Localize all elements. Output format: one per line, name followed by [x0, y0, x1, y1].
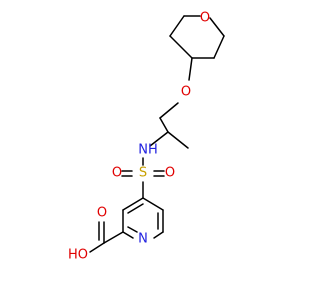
bond [159, 102, 179, 119]
amine-nh-label: NH [138, 143, 158, 158]
bond [169, 35, 193, 59]
bond [153, 231, 164, 239]
bond [142, 197, 164, 211]
bond [127, 203, 144, 214]
bond [167, 131, 189, 149]
ether-oxygen-label: O [181, 85, 191, 100]
bond [127, 226, 138, 233]
bond [159, 117, 169, 133]
sulfonyl-oxygen-right-label: O [165, 166, 175, 181]
bond [213, 35, 225, 59]
bond [122, 197, 144, 211]
carboxyl-hydroxyl-label: HO [68, 248, 88, 263]
bond [89, 242, 105, 253]
bond [188, 57, 193, 81]
sulfonyl-oxygen-left-label: O [112, 166, 122, 181]
bond [209, 17, 225, 37]
carboxyl-oxygen-label: O [97, 206, 107, 221]
pyridine-nitrogen-label: N [138, 232, 148, 247]
bonds [89, 15, 225, 253]
bond [169, 15, 185, 37]
molecule-structure: O O NH S O O N O HO [68, 11, 225, 263]
sulfur-label: S [139, 166, 147, 181]
ring-oxygen-label: O [200, 11, 210, 26]
bond [103, 231, 124, 244]
bond [149, 131, 169, 147]
bond [122, 231, 134, 239]
